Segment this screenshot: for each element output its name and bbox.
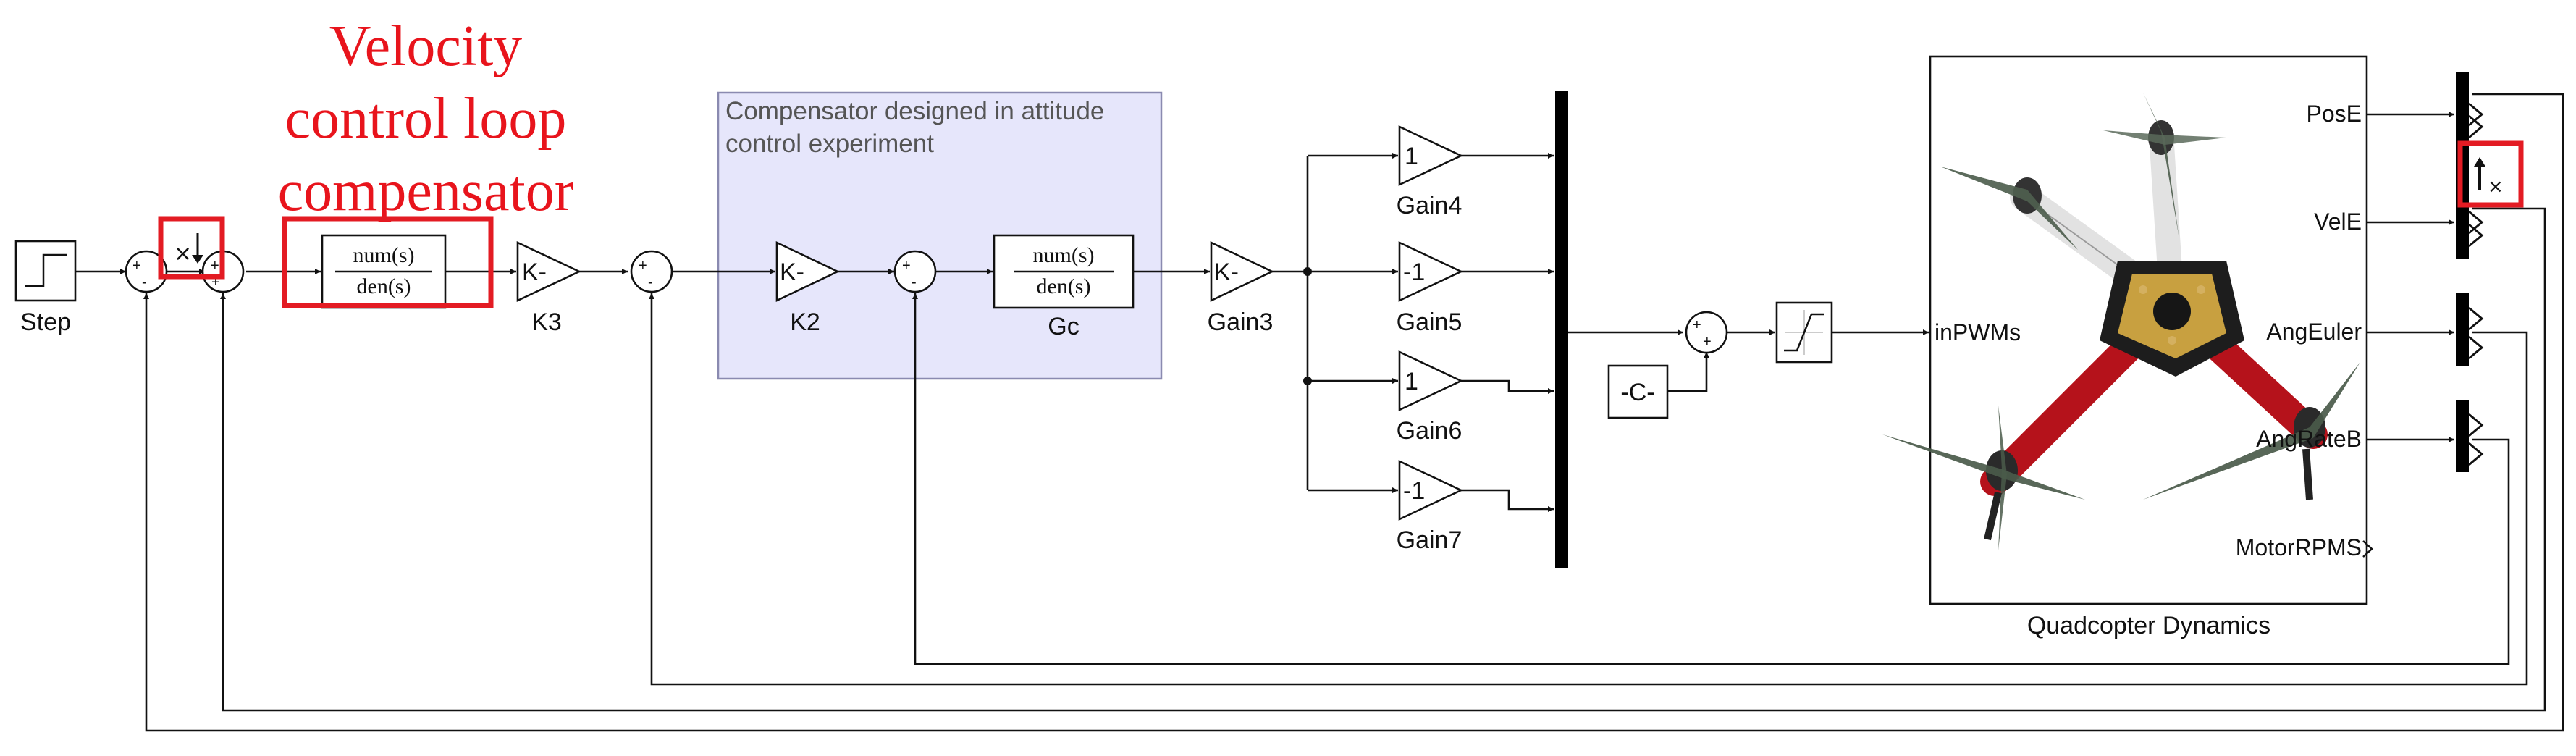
k3-label: K3 <box>531 308 562 336</box>
demux-block-3[interactable] <box>2456 400 2484 472</box>
sum-block-4[interactable]: + - <box>893 250 937 293</box>
sum-block-1[interactable]: + - <box>125 250 168 293</box>
svg-text:-: - <box>142 274 147 290</box>
svg-text:+: + <box>211 274 220 290</box>
k2-label: K2 <box>790 308 820 336</box>
mux-block[interactable] <box>1555 91 1568 568</box>
gain6-block[interactable]: 1 <box>1398 350 1464 412</box>
annotation-line-1: Velocity <box>329 14 523 78</box>
step-label: Step <box>20 308 71 336</box>
gain7-block[interactable]: -1 <box>1398 459 1464 521</box>
gain3-block[interactable]: K- <box>1210 240 1275 303</box>
gain4-value: 1 <box>1405 143 1418 170</box>
k2-symbol: K- <box>780 259 804 286</box>
scope-marker-1[interactable]: × <box>158 216 225 280</box>
svg-text:-: - <box>648 274 653 290</box>
gain6-label: Gain6 <box>1397 417 1462 445</box>
annotation-line-2: control loop <box>285 87 567 151</box>
svg-text:×: × <box>174 241 192 266</box>
arrow-x-icon-2: × <box>2474 157 2504 198</box>
gc-numerator: num(s) <box>1033 243 1095 267</box>
port-VelE: VelE <box>2314 209 2362 235</box>
annotation-line-3: compensator <box>278 159 574 223</box>
gain7-value: -1 <box>1403 477 1425 505</box>
velocity-compensator-tf[interactable]: num(s) den(s) <box>321 234 447 309</box>
svg-text:+: + <box>1693 317 1701 333</box>
sum-block-5[interactable]: + + <box>1685 311 1728 354</box>
k3-symbol: K- <box>522 259 547 286</box>
gain5-label: Gain5 <box>1397 308 1462 336</box>
svg-text:+: + <box>132 258 141 274</box>
gain6-value: 1 <box>1405 368 1418 395</box>
sum-block-3[interactable]: + - <box>630 250 673 293</box>
quadcopter-image <box>1882 93 2360 550</box>
gain3-symbol: K- <box>1214 259 1239 286</box>
svg-text:-: - <box>912 274 917 290</box>
port-AngEuler: AngEuler <box>2266 319 2362 345</box>
port-AngRateB: AngRateB <box>2256 426 2362 452</box>
gain7-label: Gain7 <box>1397 526 1462 554</box>
svg-text:×: × <box>2488 176 2504 198</box>
step-block[interactable] <box>14 240 77 302</box>
subsystem-note-line-1: Compensator designed in attitude <box>725 97 1104 125</box>
saturation-block[interactable] <box>1775 301 1833 364</box>
svg-text:+: + <box>1703 334 1712 350</box>
constant-block[interactable]: -C- <box>1607 364 1669 419</box>
k2-gain-block[interactable]: K- <box>775 240 841 303</box>
quadcopter-dynamics-block[interactable]: inPWMs PosE VelE AngEuler AngRateB Motor… <box>1882 55 2373 605</box>
gain4-block[interactable]: 1 <box>1398 125 1464 187</box>
port-PosE: PosE <box>2307 101 2362 127</box>
constant-value: -C- <box>1620 379 1654 406</box>
demux-block-2[interactable] <box>2456 293 2484 366</box>
compensator-highlight-box <box>282 216 494 308</box>
tf1-denominator: den(s) <box>357 274 411 298</box>
gain5-value: -1 <box>1403 259 1425 286</box>
gain5-block[interactable]: -1 <box>1398 240 1464 303</box>
gain3-label: Gain3 <box>1208 308 1274 336</box>
gain4-label: Gain4 <box>1397 192 1462 219</box>
gc-denominator: den(s) <box>1037 274 1091 298</box>
forward-wires <box>76 112 2454 512</box>
velocity-loop-annotation: Velocity control loop compensator <box>278 14 574 223</box>
gc-label: Gc <box>1048 313 1079 340</box>
port-MotorRPMS: MotorRPMS <box>2236 534 2362 560</box>
scope-marker-2[interactable]: × <box>2457 140 2524 208</box>
k3-gain-block[interactable]: K- <box>516 240 582 303</box>
arrow-x-icon: × <box>174 233 203 266</box>
motorrpms-port-arrow <box>2362 540 2373 558</box>
subsystem-note-line-2: control experiment <box>725 130 934 158</box>
port-inPWMs: inPWMs <box>1935 319 2021 345</box>
quadcopter-label: Quadcopter Dynamics <box>2027 612 2270 639</box>
feedback-wires <box>143 93 2564 732</box>
svg-text:+: + <box>639 258 647 274</box>
svg-text:+: + <box>211 258 219 274</box>
gc-tf-block[interactable]: num(s) den(s) <box>993 234 1135 309</box>
tf1-numerator: num(s) <box>353 243 415 267</box>
svg-text:+: + <box>902 258 911 274</box>
